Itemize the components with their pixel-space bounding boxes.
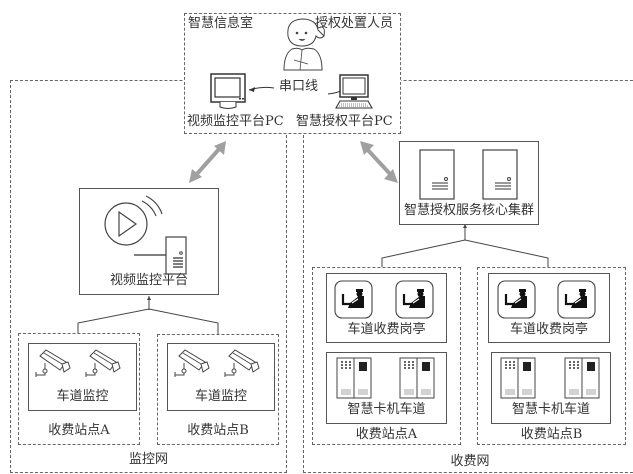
toll-booth-icon bbox=[394, 279, 435, 320]
auth-cluster-label: 智慧授权服务核心集群 bbox=[403, 203, 534, 218]
auth-pc-label: 智慧授权平台PC bbox=[296, 114, 393, 129]
auth-pc-computer-icon bbox=[335, 74, 373, 109]
monitor-station-b-label: 收费站点B bbox=[187, 423, 249, 438]
toll-station-a-label: 收费站点A bbox=[355, 427, 418, 442]
toll-network-box bbox=[303, 80, 633, 473]
video-pc-label: 视频监控平台PC bbox=[187, 114, 284, 129]
video-platform-label: 视频监控平台 bbox=[109, 273, 188, 288]
toll-booth-icon bbox=[556, 279, 597, 320]
toll-station-b-label: 收费站点B bbox=[520, 427, 583, 442]
monitor-station-a-label: 收费站点A bbox=[48, 423, 110, 438]
toll-station-b-box bbox=[477, 267, 626, 445]
toll-station-a-box bbox=[312, 267, 461, 445]
card-machine-icon bbox=[500, 357, 536, 399]
server-icon bbox=[419, 149, 455, 200]
operator-person-icon bbox=[283, 18, 325, 71]
bidirectional-arrow-right bbox=[360, 141, 398, 183]
server-icon bbox=[482, 149, 518, 200]
info-room-title: 智慧信息室 bbox=[188, 16, 254, 31]
toll-booth-b-label: 车道收费岗亭 bbox=[509, 322, 588, 337]
card-machine-icon bbox=[336, 357, 372, 399]
toll-network-label: 收费网 bbox=[450, 454, 490, 469]
toll-booth-icon bbox=[333, 279, 374, 320]
monitor-network-label: 监控网 bbox=[128, 452, 168, 467]
card-machine-icon bbox=[564, 357, 600, 399]
lane-monitor-b-label: 车道监控 bbox=[194, 389, 247, 404]
serial-cable-label: 串口线 bbox=[279, 79, 319, 94]
video-pc-monitor-icon bbox=[210, 73, 246, 109]
monitor-station-b-box bbox=[157, 334, 279, 445]
monitor-station-a-box bbox=[18, 333, 140, 445]
lane-monitor-a-label: 车道监控 bbox=[56, 389, 109, 404]
video-server-icon bbox=[134, 236, 187, 275]
video-play-icon bbox=[104, 195, 163, 246]
toll-booth-a-label: 车道收费岗亭 bbox=[347, 322, 426, 337]
card-lane-b-label: 智慧卡机车道 bbox=[511, 402, 590, 417]
bidirectional-arrow-left bbox=[189, 141, 226, 183]
card-machine-icon bbox=[399, 357, 435, 399]
cluster-server-icons bbox=[419, 149, 518, 200]
monitor-network-box bbox=[10, 80, 287, 473]
toll-booth-icon bbox=[496, 279, 537, 320]
card-lane-a-label: 智慧卡机车道 bbox=[347, 402, 426, 417]
personnel-label: 授权处置人员 bbox=[315, 16, 394, 31]
